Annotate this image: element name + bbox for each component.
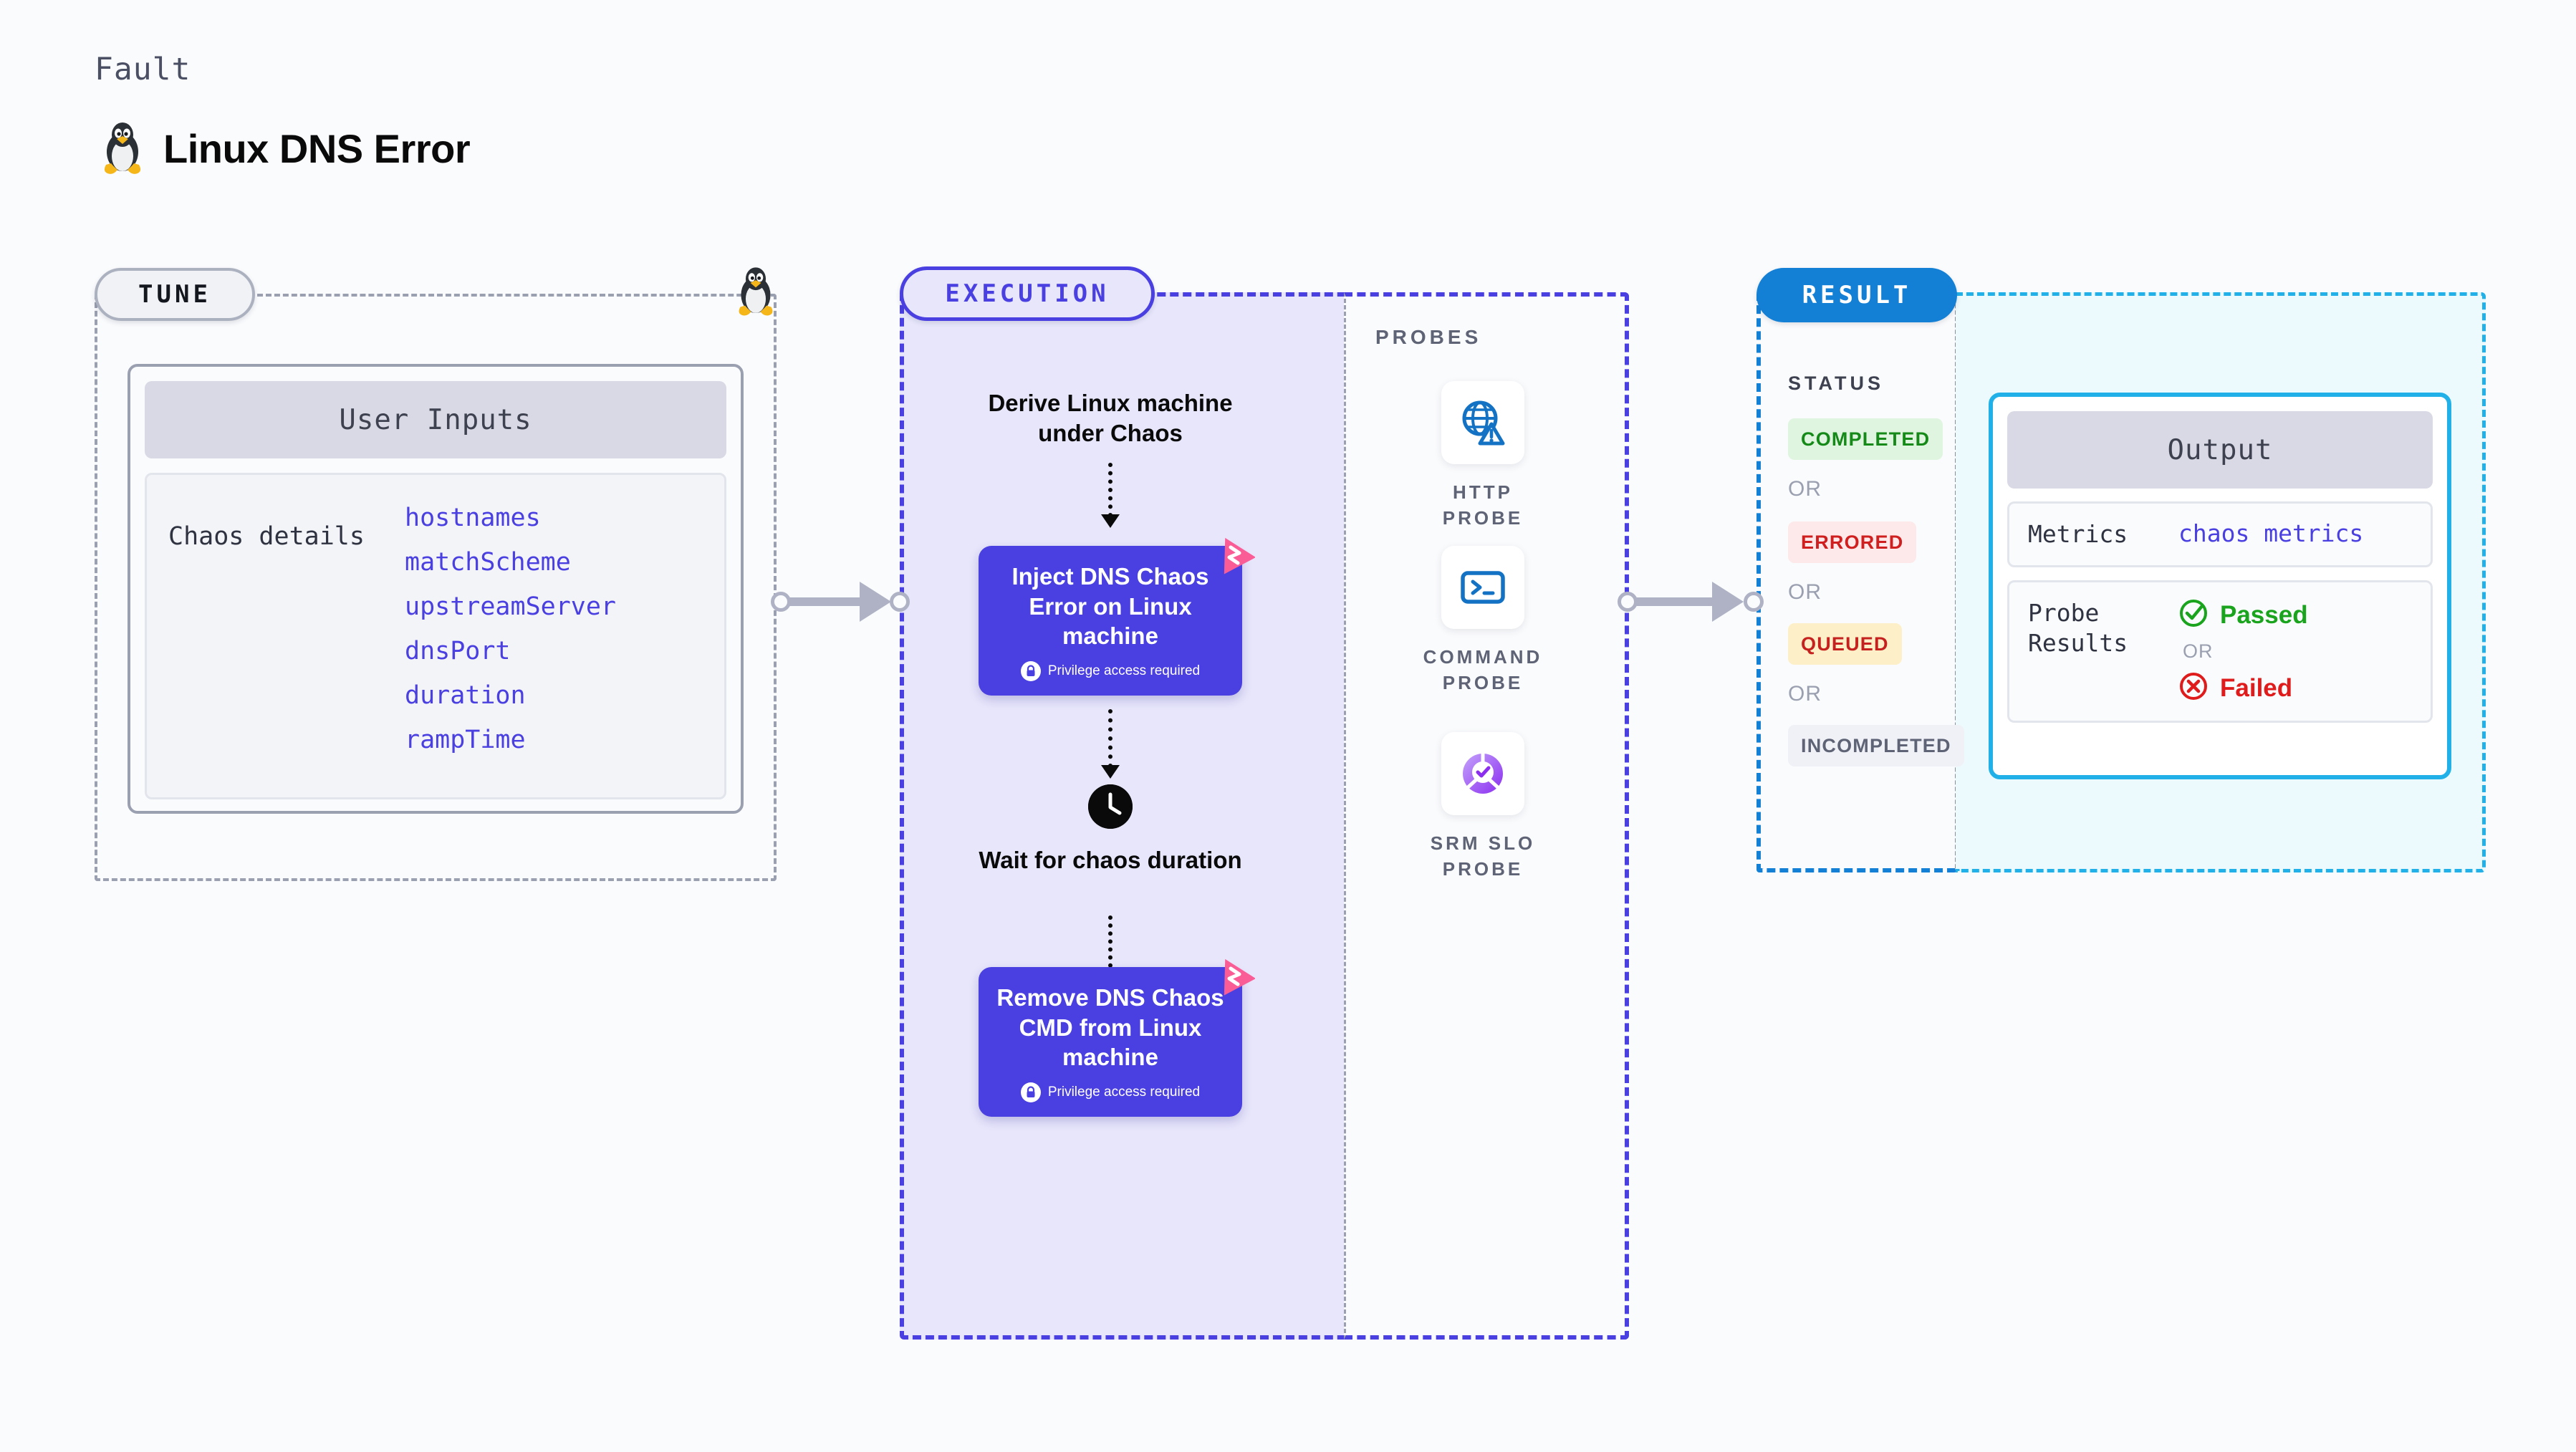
param-duration[interactable]: duration	[405, 681, 526, 710]
inject-chaos-title: Inject DNS Chaos Error on Linux machine	[1011, 563, 1209, 650]
failed-label: Failed	[2220, 673, 2293, 702]
clock-icon	[1088, 784, 1133, 829]
status-badge-completed: COMPLETED	[1788, 418, 1943, 460]
lock-icon	[1020, 660, 1041, 681]
flow-arrow-2	[1108, 709, 1112, 768]
param-hostnames[interactable]: hostnames	[405, 504, 541, 532]
output-probe-results-row: Probe Results Passed OR	[2007, 580, 2433, 723]
flow-arrow-1	[1108, 463, 1112, 517]
page-title-row: Linux DNS Error	[100, 120, 471, 176]
output-probe-results-key: Probe Results	[2028, 599, 2128, 658]
probe-result-or: OR	[2183, 640, 2214, 663]
lock-icon	[1020, 1082, 1041, 1102]
litmus-chaos-icon	[1212, 954, 1256, 999]
remove-chaos-title: Remove DNS Chaos CMD from Linux machine	[996, 984, 1224, 1071]
chaos-details-label: Chaos details	[168, 522, 365, 551]
probes-title: PROBES	[1375, 326, 1482, 348]
output-card: Output Metrics chaos metrics Probe Resul…	[1989, 393, 2451, 779]
output-header: Output	[2007, 411, 2433, 489]
flow-arrowhead-2	[1101, 765, 1120, 779]
status-or-2: OR	[1788, 580, 1822, 604]
output-metrics-row: Metrics chaos metrics	[2007, 501, 2433, 568]
output-metrics-key: Metrics	[2028, 520, 2128, 548]
param-matchscheme[interactable]: matchScheme	[405, 548, 571, 577]
probes-region	[1344, 292, 1629, 1340]
probe-srm-slo[interactable]: SRM SLO PROBE	[1411, 732, 1554, 883]
result-section-pill[interactable]: RESULT	[1756, 268, 1957, 322]
probe-command[interactable]: COMMAND PROBE	[1411, 546, 1554, 696]
param-dnsport[interactable]: dnsPort	[405, 637, 511, 665]
inject-privilege-text: Privilege access required	[1047, 663, 1201, 678]
status-badge-incompleted: INCOMPLETED	[1788, 725, 1964, 766]
x-circle-icon	[2178, 671, 2209, 705]
output-metrics-value[interactable]: chaos metrics	[2178, 519, 2364, 547]
tux-penguin-icon	[100, 120, 145, 176]
status-or-1: OR	[1788, 477, 1822, 501]
status-or-3: OR	[1788, 682, 1822, 706]
terminal-icon	[1441, 546, 1524, 629]
probe-srm-slo-label: SRM SLO PROBE	[1430, 832, 1536, 880]
passed-label: Passed	[2220, 600, 2308, 629]
remove-privilege-text: Privilege access required	[1047, 1084, 1201, 1100]
output-probe-results-values: Passed OR Failed	[2178, 598, 2308, 705]
tune-region	[95, 294, 777, 881]
chaos-parameter-list: hostnames matchScheme upstreamServer dns…	[405, 504, 616, 797]
tune-section-pill[interactable]: TUNE	[95, 268, 255, 321]
page-title: Linux DNS Error	[163, 125, 471, 171]
probe-result-passed: Passed	[2178, 598, 2308, 632]
remove-privilege-row: Privilege access required	[1020, 1082, 1201, 1102]
inject-privilege-row: Privilege access required	[1020, 660, 1201, 681]
derive-machine-label: Derive Linux machine under Chaos	[988, 390, 1233, 446]
inject-chaos-card[interactable]: Inject DNS Chaos Error on Linux machine …	[979, 537, 1256, 696]
param-upstreamserver[interactable]: upstreamServer	[405, 592, 617, 621]
globe-warning-icon	[1441, 381, 1524, 464]
flow-arrow-3	[1108, 915, 1112, 976]
slo-donut-check-icon	[1441, 732, 1524, 815]
check-circle-icon	[2178, 598, 2209, 632]
litmus-chaos-icon	[1212, 533, 1256, 578]
status-badge-queued: QUEUED	[1788, 623, 1902, 665]
status-badge-errored: ERRORED	[1788, 521, 1917, 563]
param-ramptime[interactable]: rampTime	[405, 726, 526, 754]
remove-chaos-card[interactable]: Remove DNS Chaos CMD from Linux machine …	[979, 958, 1256, 1117]
connector-probes-to-result	[1618, 579, 1768, 625]
flow-arrowhead-1	[1101, 514, 1120, 528]
chaos-details-body: Chaos details hostnames matchScheme upst…	[145, 473, 726, 799]
probe-http-label: HTTP PROBE	[1442, 481, 1524, 529]
user-inputs-card: User Inputs Chaos details hostnames matc…	[128, 364, 744, 814]
page-eyebrow: Fault	[95, 52, 191, 87]
execution-section-pill[interactable]: EXECUTION	[900, 266, 1155, 321]
connector-tune-to-execution	[771, 579, 911, 625]
tux-penguin-icon	[735, 265, 777, 322]
probe-command-label: COMMAND PROBE	[1423, 646, 1543, 693]
wait-duration-label: Wait for chaos duration	[979, 847, 1242, 873]
status-title: STATUS	[1788, 372, 1884, 394]
probe-http[interactable]: HTTP PROBE	[1411, 381, 1554, 532]
user-inputs-header: User Inputs	[145, 381, 726, 458]
probe-result-failed: Failed	[2178, 671, 2308, 705]
